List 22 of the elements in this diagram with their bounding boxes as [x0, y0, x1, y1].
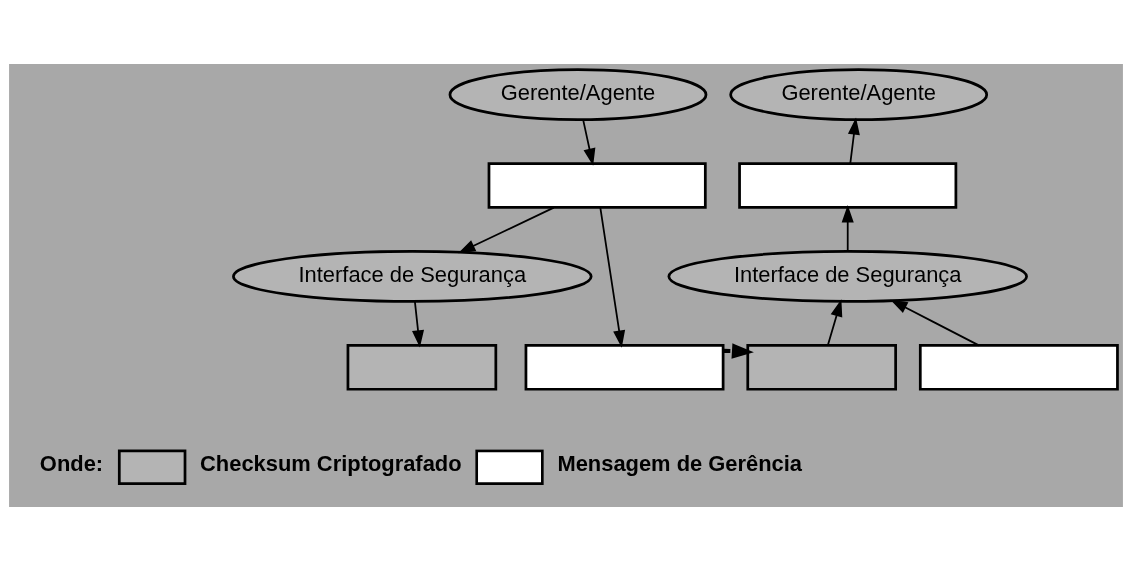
- node-ellipse: Interface de Segurança: [232, 250, 593, 303]
- arrow: [890, 299, 980, 347]
- node-ellipse: Gerente/Agente: [729, 68, 989, 122]
- arrow: [599, 206, 626, 348]
- node-box: [487, 162, 707, 209]
- legend-label: Checksum Criptografado: [200, 451, 462, 477]
- arrow: [841, 205, 854, 253]
- node-ellipse: Gerente/Agente: [448, 68, 708, 122]
- arrow: [827, 299, 843, 346]
- node-box: [738, 162, 958, 209]
- legend-label: Mensagem de Gerência: [557, 451, 802, 477]
- arrow: [723, 343, 754, 359]
- node-box: [524, 344, 725, 391]
- node-box: [918, 344, 1119, 391]
- label: Onde:: [39, 451, 104, 477]
- node-box: [346, 344, 498, 391]
- arrow: [582, 119, 596, 166]
- node-box: [746, 344, 897, 391]
- arrow: [458, 206, 555, 254]
- arrow: [412, 301, 425, 348]
- node-ellipse: Interface de Segurança: [667, 250, 1028, 303]
- arrow: [847, 117, 860, 164]
